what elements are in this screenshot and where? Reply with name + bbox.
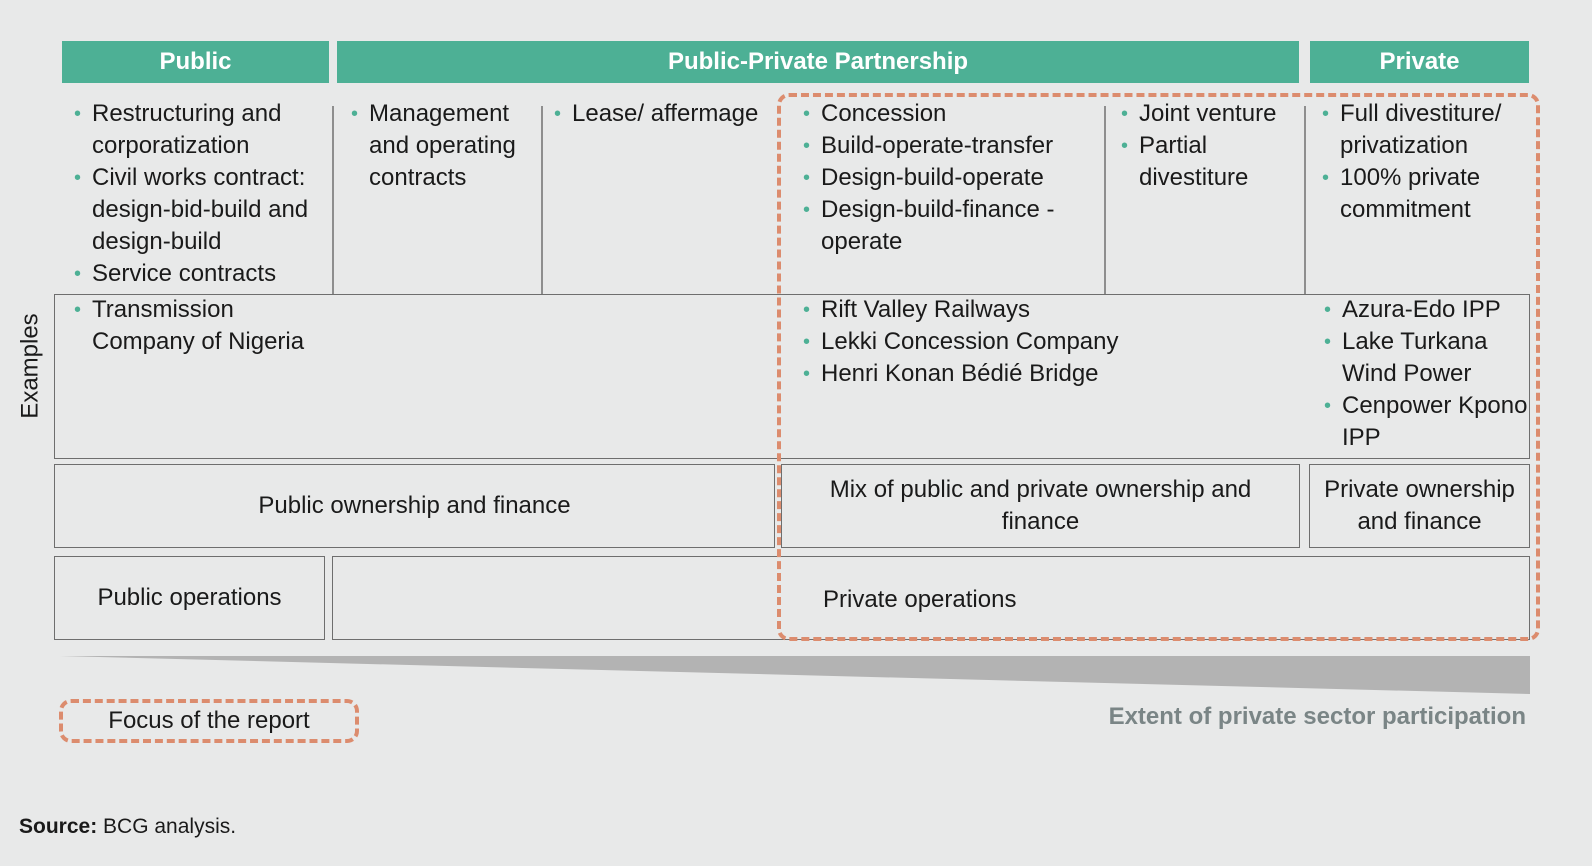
header-private: Private — [1310, 41, 1529, 83]
ownership-public: Public ownership and finance — [54, 464, 775, 548]
list-item: Full divestiture/ privatization — [1316, 98, 1528, 162]
examples-public: Transmission Company of Nigeria — [68, 294, 328, 358]
examples-private: Azura-Edo IPPLake Turkana Wind PowerCenp… — [1318, 294, 1528, 454]
legend-focus: Focus of the report — [59, 699, 359, 743]
list-item: Lekki Concession Company — [797, 326, 1197, 358]
operations-public: Public operations — [54, 556, 325, 640]
list-item: Design-build-finance - operate — [797, 194, 1097, 258]
list-item: Service contracts — [68, 258, 332, 290]
examples-label: Examples — [17, 313, 44, 419]
models-public: Restructuring and corporatizationCivil w… — [68, 98, 332, 290]
extent-wedge — [60, 656, 1530, 694]
models-joint: Joint venturePartial divestiture — [1115, 98, 1305, 194]
list-item: Restructuring and corporatization — [68, 98, 332, 162]
list-item: Joint venture — [1115, 98, 1305, 130]
header-ppp: Public-Private Partnership — [337, 41, 1299, 83]
list-item: Lake Turkana Wind Power — [1318, 326, 1528, 390]
list-item: Azura-Edo IPP — [1318, 294, 1528, 326]
examples-ppp: Rift Valley RailwaysLekki Concession Com… — [797, 294, 1197, 390]
list-item: Civil works contract: design-bid-build a… — [68, 162, 332, 258]
list-item: Lease/ affermage — [548, 98, 778, 130]
divider — [332, 106, 334, 294]
divider — [541, 106, 543, 294]
divider — [1304, 106, 1306, 294]
list-item: 100% private commitment — [1316, 162, 1528, 226]
list-item: Cenpower Kpono IPP — [1318, 390, 1528, 454]
list-item: Management and operating contracts — [345, 98, 540, 194]
list-item: Build-operate-transfer — [797, 130, 1097, 162]
list-item: Henri Konan Bédié Bridge — [797, 358, 1197, 390]
models-management: Management and operating contracts — [345, 98, 540, 194]
ownership-private: Private ownership and finance — [1309, 464, 1530, 548]
list-item: Transmission Company of Nigeria — [68, 294, 328, 358]
source-note: Source: BCG analysis. — [19, 815, 237, 838]
list-item: Concession — [797, 98, 1097, 130]
focus-outline — [777, 93, 1540, 641]
list-item: Design-build-operate — [797, 162, 1097, 194]
legend-extent: Extent of private sector participation — [1108, 703, 1526, 730]
list-item: Rift Valley Railways — [797, 294, 1197, 326]
divider — [1104, 106, 1106, 294]
operations-private-label: Private operations — [823, 586, 1017, 613]
header-public: Public — [62, 41, 329, 83]
list-item: Partial divestiture — [1115, 130, 1305, 194]
models-concession: ConcessionBuild-operate-transferDesign-b… — [797, 98, 1097, 258]
examples-box — [54, 294, 1530, 459]
models-lease: Lease/ affermage — [548, 98, 778, 130]
models-private: Full divestiture/ privatization100% priv… — [1316, 98, 1528, 226]
ownership-mix: Mix of public and private ownership and … — [781, 464, 1300, 548]
